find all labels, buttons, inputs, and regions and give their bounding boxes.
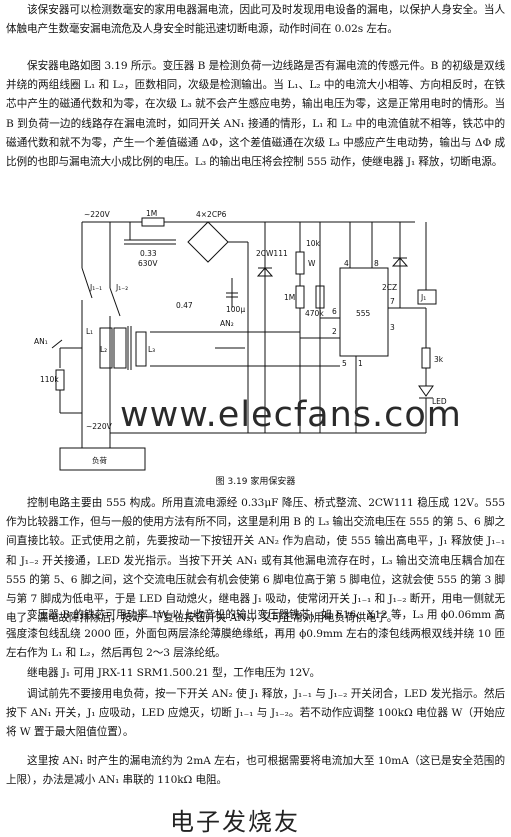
label-an1: AN₁ bbox=[34, 337, 48, 346]
label-2cz: 2CZ bbox=[382, 283, 397, 292]
paragraph-intro: 该保安器可以检测数毫安的家用电器漏电流，因此可及时发现用电设备的漏电，以保护人身… bbox=[6, 4, 505, 36]
brand-watermark: 电子发烧友 bbox=[170, 808, 300, 836]
label-bridge: 4×2CP6 bbox=[196, 210, 227, 219]
label-led: LED bbox=[432, 397, 447, 406]
label-1m-mid: 1M bbox=[284, 293, 295, 302]
label-zener: 2CW111 bbox=[256, 249, 288, 258]
label-l1: L₁ bbox=[86, 327, 93, 336]
site-watermark: www.elecfans.com bbox=[120, 395, 462, 435]
label-j1-2: J₁₋₂ bbox=[115, 283, 128, 292]
label-j1-1: J₁₋₁ bbox=[89, 283, 102, 292]
label-1m-top: 1M bbox=[146, 209, 157, 218]
pin-3: 3 bbox=[390, 323, 395, 332]
label-110k: 110k bbox=[40, 375, 59, 384]
circuit-diagram: ~220V ~220V 1M 4×2CP6 0.33 630V 2CW111 1… bbox=[34, 209, 447, 471]
pin-2: 2 bbox=[332, 327, 337, 336]
label-470k: 470k bbox=[305, 309, 324, 318]
label-load: 负荷 bbox=[92, 455, 107, 465]
paragraph-debug: 调试前先不要接用电负荷，按一下开关 AN₂ 使 J₁ 释放，J₁₋₁ 与 J₁₋… bbox=[6, 688, 505, 739]
paragraph-control-circuit: 控制电路主要由 555 构成。所用直流电源经 0.33μF 降压、桥式整流、2C… bbox=[6, 497, 505, 625]
paragraph-transformer-core: 变压器 B 的铁芯可用功率 1W 以上收音机的输出变压器铁芯，如 E16、X12… bbox=[6, 609, 505, 660]
pin-5: 5 bbox=[342, 359, 347, 368]
label-pot-w: W bbox=[308, 259, 316, 268]
label-cap-630v: 630V bbox=[138, 259, 158, 268]
label-555: 555 bbox=[356, 309, 371, 318]
pin-8: 8 bbox=[374, 259, 379, 268]
pin-4: 4 bbox=[344, 259, 349, 268]
label-cap-033: 0.33 bbox=[140, 249, 157, 258]
label-c047: 0.47 bbox=[176, 301, 193, 310]
label-cap-100u: 100μ bbox=[226, 305, 245, 314]
figure-caption: 图 3.19 家用保安器 bbox=[215, 477, 296, 487]
pin-7: 7 bbox=[390, 297, 395, 306]
pin-1: 1 bbox=[358, 359, 363, 368]
paragraph-relay: 继电器 J₁ 可用 JRX-11 SRM1.500.21 型，工作电压为 12V… bbox=[27, 667, 321, 679]
label-220v-top: ~220V bbox=[84, 210, 111, 219]
label-220v-bottom: ~220V bbox=[86, 422, 113, 431]
label-l2: L₂ bbox=[100, 345, 107, 354]
paragraph-leak-current: 这里按 AN₁ 时产生的漏电流约为 2mA 左右，也可根据需要将电流加大至 10… bbox=[6, 755, 505, 787]
label-10k: 10k bbox=[306, 239, 321, 248]
paragraph-transformer: 保安器电路如图 3.19 所示。变压器 B 是检测负荷一边线路是否有漏电流的传感… bbox=[6, 60, 505, 169]
label-relay-j1: J₁ bbox=[420, 293, 426, 302]
label-3k: 3k bbox=[434, 355, 444, 364]
circuit-labels: ~220V ~220V 1M 4×2CP6 0.33 630V 2CW111 1… bbox=[34, 209, 447, 465]
pin-6: 6 bbox=[332, 307, 337, 316]
label-an2: AN₂ bbox=[220, 319, 234, 328]
label-l3: L₃ bbox=[148, 345, 155, 354]
